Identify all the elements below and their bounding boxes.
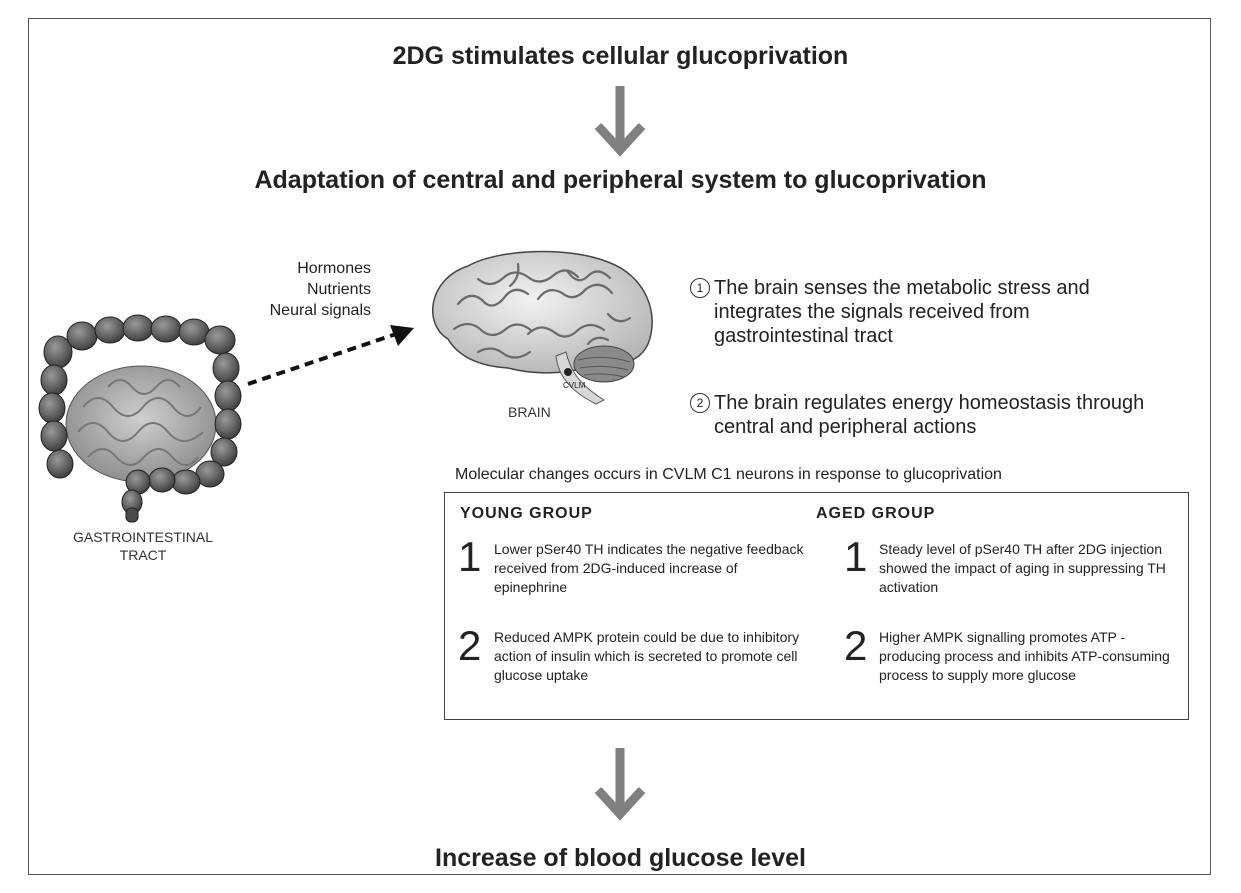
gastrointestinal-tract-illustration <box>38 314 242 523</box>
signal-nutrients: Nutrients <box>306 281 371 298</box>
aged-item-text-2: Higher AMPK signalling promotes ATP -pro… <box>879 629 1170 683</box>
signal-hormones: Hormones <box>297 260 371 277</box>
signal-dashed-arrow <box>247 325 414 386</box>
brain-illustration <box>432 250 653 405</box>
title-blood-glucose: Increase of blood glucose level <box>435 844 806 872</box>
arrow-down-2 <box>594 748 646 821</box>
young-item-number-1: 1 <box>458 533 482 580</box>
young-item-number-2: 2 <box>458 622 482 669</box>
aged-item-number-1: 1 <box>844 533 868 580</box>
step-text-1: The brain senses the metabolic stress an… <box>714 277 1090 347</box>
title-adaptation: Adaptation of central and peripheral sys… <box>254 166 987 194</box>
young-item-text-2: Reduced AMPK protein could be due to inh… <box>494 629 800 683</box>
step-number-1: 1 <box>690 278 710 298</box>
young-group-title: YOUNG GROUP <box>460 505 593 522</box>
step-number-2: 2 <box>690 393 710 413</box>
gi-label-line2: TRACT <box>119 547 167 563</box>
step-1: 1 The brain senses the metabolic stress … <box>690 276 1164 348</box>
step-text-2: The brain regulates energy homeostasis t… <box>714 392 1145 438</box>
molecular-changes-title: Molecular changes occurs in CVLM C1 neur… <box>455 466 1002 483</box>
gastrointestinal-tract-label: GASTROINTESTINAL TRACT <box>48 528 238 564</box>
young-item-text-1: Lower pSer40 TH indicates the negative f… <box>494 541 804 595</box>
cvlm-label: CVLM <box>563 381 586 390</box>
signal-list: Hormones Nutrients Neural signals <box>270 258 371 321</box>
arrow-down-1 <box>594 86 646 157</box>
aged-group-title: AGED GROUP <box>816 505 936 522</box>
gi-label-line1: GASTROINTESTINAL <box>72 529 214 545</box>
signal-neural: Neural signals <box>269 302 371 319</box>
step-2: 2 The brain regulates energy homeostasis… <box>690 391 1164 439</box>
aged-item-number-2: 2 <box>844 622 868 669</box>
title-glucoprivation: 2DG stimulates cellular glucoprivation <box>392 42 849 70</box>
brain-label: BRAIN <box>508 404 551 420</box>
group-comparison-box <box>444 492 1189 720</box>
diagram-frame <box>28 18 1211 875</box>
aged-item-text-1: Steady level of pSer40 TH after 2DG inje… <box>879 541 1166 595</box>
